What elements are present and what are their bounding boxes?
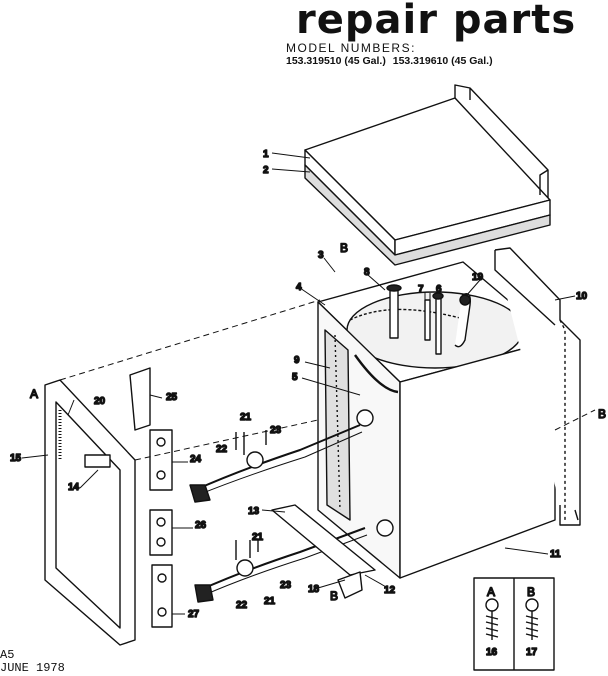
ref-letter: B: [598, 407, 606, 421]
part-label: 19: [472, 272, 484, 283]
part-label: 22: [216, 444, 228, 455]
rear-panel: [494, 247, 581, 526]
part-label: 8: [364, 267, 370, 278]
front-panel: [44, 379, 136, 646]
part-label: 20: [94, 396, 106, 407]
anode-rods: [386, 284, 472, 355]
access-covers: [271, 504, 376, 599]
ref-letter: B: [330, 589, 338, 603]
part-label: 14: [68, 482, 80, 493]
part-label: 4: [296, 282, 302, 293]
part-label: 21: [240, 412, 252, 423]
part-label: 7: [418, 284, 424, 295]
part-label: 16: [486, 647, 498, 658]
part-label: 13: [248, 506, 260, 517]
part-label: 21: [252, 532, 264, 543]
wiring-assembly-upper: [189, 409, 374, 503]
page-title: repair parts: [296, 0, 577, 43]
model-numbers-heading: MODEL NUMBERS:: [286, 41, 416, 55]
part-label: 24: [190, 454, 202, 465]
part-label: 21: [264, 596, 276, 607]
part-label: 11: [550, 549, 561, 560]
part-label: 6: [436, 284, 442, 295]
thermostats: [129, 367, 173, 628]
part-label: 3: [318, 250, 324, 261]
alignment-lines: [59, 299, 596, 461]
ref-letter: B: [340, 241, 348, 255]
ref-letter: A: [487, 585, 495, 599]
part-label: 18: [308, 584, 320, 595]
part-label: 22: [236, 600, 248, 611]
part-label: 1: [263, 149, 269, 160]
part-label: 27: [188, 609, 200, 620]
part-label: 26: [195, 520, 207, 531]
model-number: 153.319510 (45 Gal.): [286, 55, 386, 67]
reference-letters: B A B B A B: [29, 240, 606, 603]
leader-lines: [21, 152, 576, 615]
part-label: 5: [292, 372, 298, 383]
ref-letter: A: [30, 387, 38, 401]
wiring-assembly-lower: [194, 519, 394, 603]
publication-date: JUNE 1978: [0, 661, 65, 675]
top-cover: [304, 84, 551, 266]
part-label: 25: [166, 392, 178, 403]
model-numbers: 153.319510 (45 Gal.) 153.319610 (45 Gal.…: [286, 55, 497, 67]
part-label: 17: [526, 647, 538, 658]
part-label: 10: [576, 291, 588, 302]
screws-legend: [473, 577, 555, 671]
part-label: 23: [280, 580, 292, 591]
page-number: A5: [0, 648, 15, 662]
ref-letter: B: [527, 585, 535, 599]
model-number: 153.319610 (45 Gal.): [392, 55, 493, 67]
part-label: 2: [263, 165, 269, 176]
part-label: 12: [384, 585, 396, 596]
part-label: 23: [270, 425, 282, 436]
part-label: 9: [294, 355, 300, 366]
part-label: 15: [10, 453, 22, 464]
part-labels: 1 2 3 4 5 6 7 8 9 10 11 12 13 14 15 16 1…: [9, 148, 588, 658]
